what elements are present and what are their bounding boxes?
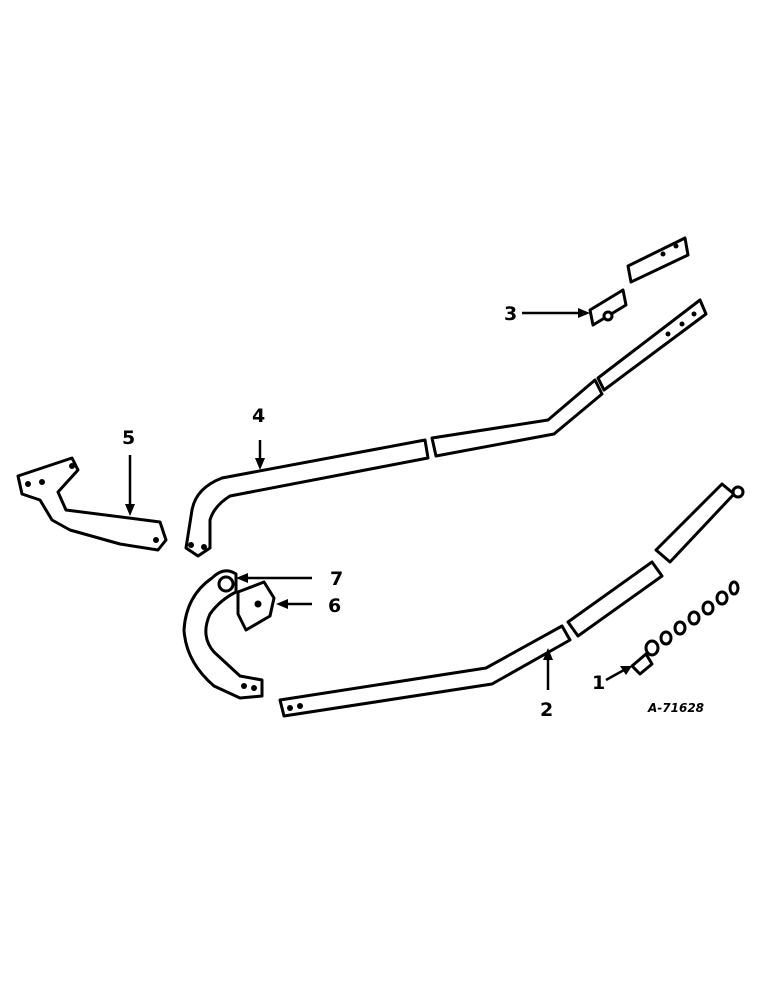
part-4-upper-bar: [184, 298, 708, 558]
upper-bar-middle-segment: [430, 378, 604, 458]
callout-5: 5: [122, 427, 135, 449]
lower-bar-end-pin: [731, 485, 745, 499]
part-7-lever-arm: [182, 569, 264, 700]
part-3-plates: [588, 236, 690, 327]
callout-6: 6: [328, 595, 341, 617]
chain-hook: [630, 652, 654, 676]
chain-link: [701, 600, 715, 616]
part-1-chain: [630, 580, 740, 676]
bracket-body: [16, 456, 168, 552]
callout-7: 7: [330, 568, 343, 590]
part-5-bracket: [16, 456, 168, 552]
callout-4: 4: [252, 405, 265, 427]
plate-pin: [602, 310, 614, 322]
callout-1: 1: [592, 672, 605, 694]
chain-link: [728, 580, 740, 596]
upper-bar-bent-end: [184, 438, 430, 558]
chain-link: [659, 630, 673, 646]
callout-2: 2: [540, 699, 553, 721]
lower-bar-main-segment: [278, 624, 572, 718]
part-2-lower-bar: [278, 482, 745, 718]
upper-plate: [626, 236, 690, 284]
lower-plate: [588, 288, 628, 327]
chain-link: [644, 639, 660, 657]
lower-bar-middle-segment: [566, 560, 664, 638]
leader-lines: [125, 308, 632, 690]
chain-link: [715, 590, 729, 606]
lower-bar-end-segment: [654, 482, 736, 564]
callout-labels: 3 4 5 7 6 1 2 A-71628: [122, 303, 704, 721]
chain-link: [687, 610, 701, 626]
figure-reference-number: A-71628: [647, 701, 704, 715]
upper-bar-end-segment: [596, 298, 708, 392]
lever-arm-body: [182, 569, 264, 700]
lever-pivot-bushing: [217, 575, 235, 593]
callout-3: 3: [504, 303, 517, 325]
chain-link: [673, 620, 687, 636]
part-6-washer-plate: [236, 580, 276, 632]
